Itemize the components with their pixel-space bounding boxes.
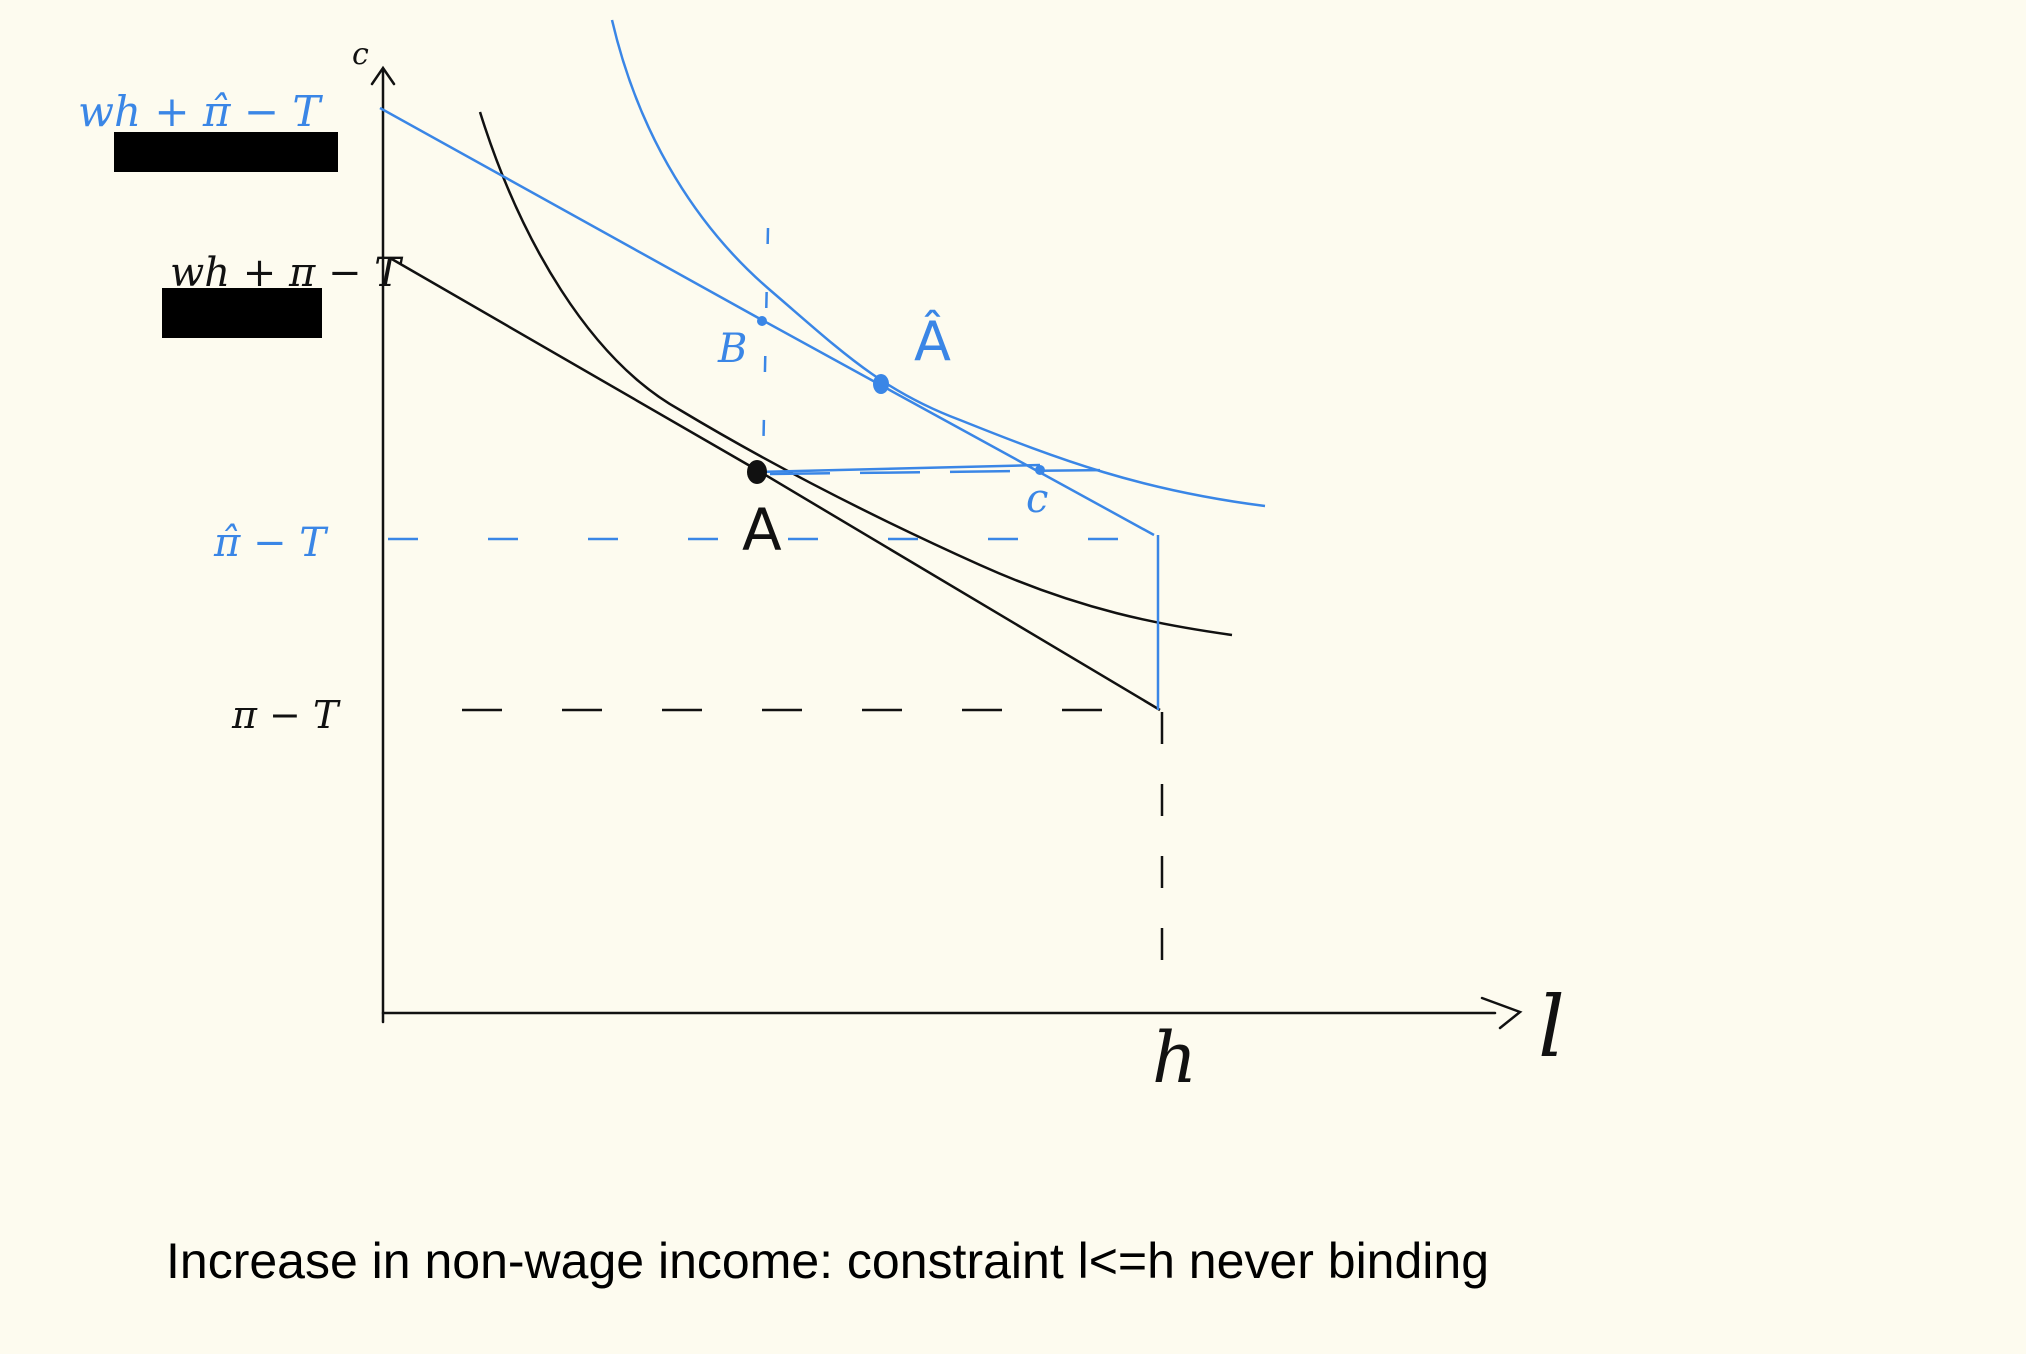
points bbox=[747, 316, 1045, 484]
h-tick-label: h bbox=[1152, 1017, 1197, 1099]
point-b-label: B bbox=[717, 326, 747, 372]
old-compensated-segment bbox=[756, 463, 1041, 474]
y-axis-arrowhead bbox=[370, 65, 396, 86]
old-guides bbox=[462, 708, 1164, 1000]
new-elements bbox=[379, 19, 1266, 710]
point-c-label: c bbox=[1026, 476, 1048, 522]
redaction-box-top bbox=[114, 132, 338, 172]
x-axis-arrowhead bbox=[1480, 996, 1523, 1030]
y-axis-label: c bbox=[352, 37, 369, 72]
b-vertical-dashed-line bbox=[761, 227, 770, 463]
new-top-label: wh + π̂ − T bbox=[78, 87, 323, 136]
point-a-hat-dot bbox=[873, 374, 889, 394]
new-indifference-curve bbox=[610, 19, 1266, 508]
axes bbox=[370, 65, 1523, 1030]
point-b-dot bbox=[757, 316, 767, 326]
point-c-dot bbox=[1035, 465, 1045, 475]
c-horizontal-dashed-line bbox=[769, 468, 1107, 476]
old-indifference-curve bbox=[478, 111, 1233, 637]
caption: Increase in non-wage income: constraint … bbox=[166, 1233, 1490, 1289]
point-a-label: A bbox=[742, 496, 782, 564]
new-floor-label: π̂ − T bbox=[213, 520, 329, 566]
redaction-box-middle bbox=[162, 288, 322, 338]
x-axis-label: l bbox=[1538, 978, 1565, 1076]
point-a-hat-label: Â bbox=[914, 310, 951, 373]
point-a-dot bbox=[747, 460, 767, 484]
old-floor-label: π − T bbox=[231, 693, 341, 737]
